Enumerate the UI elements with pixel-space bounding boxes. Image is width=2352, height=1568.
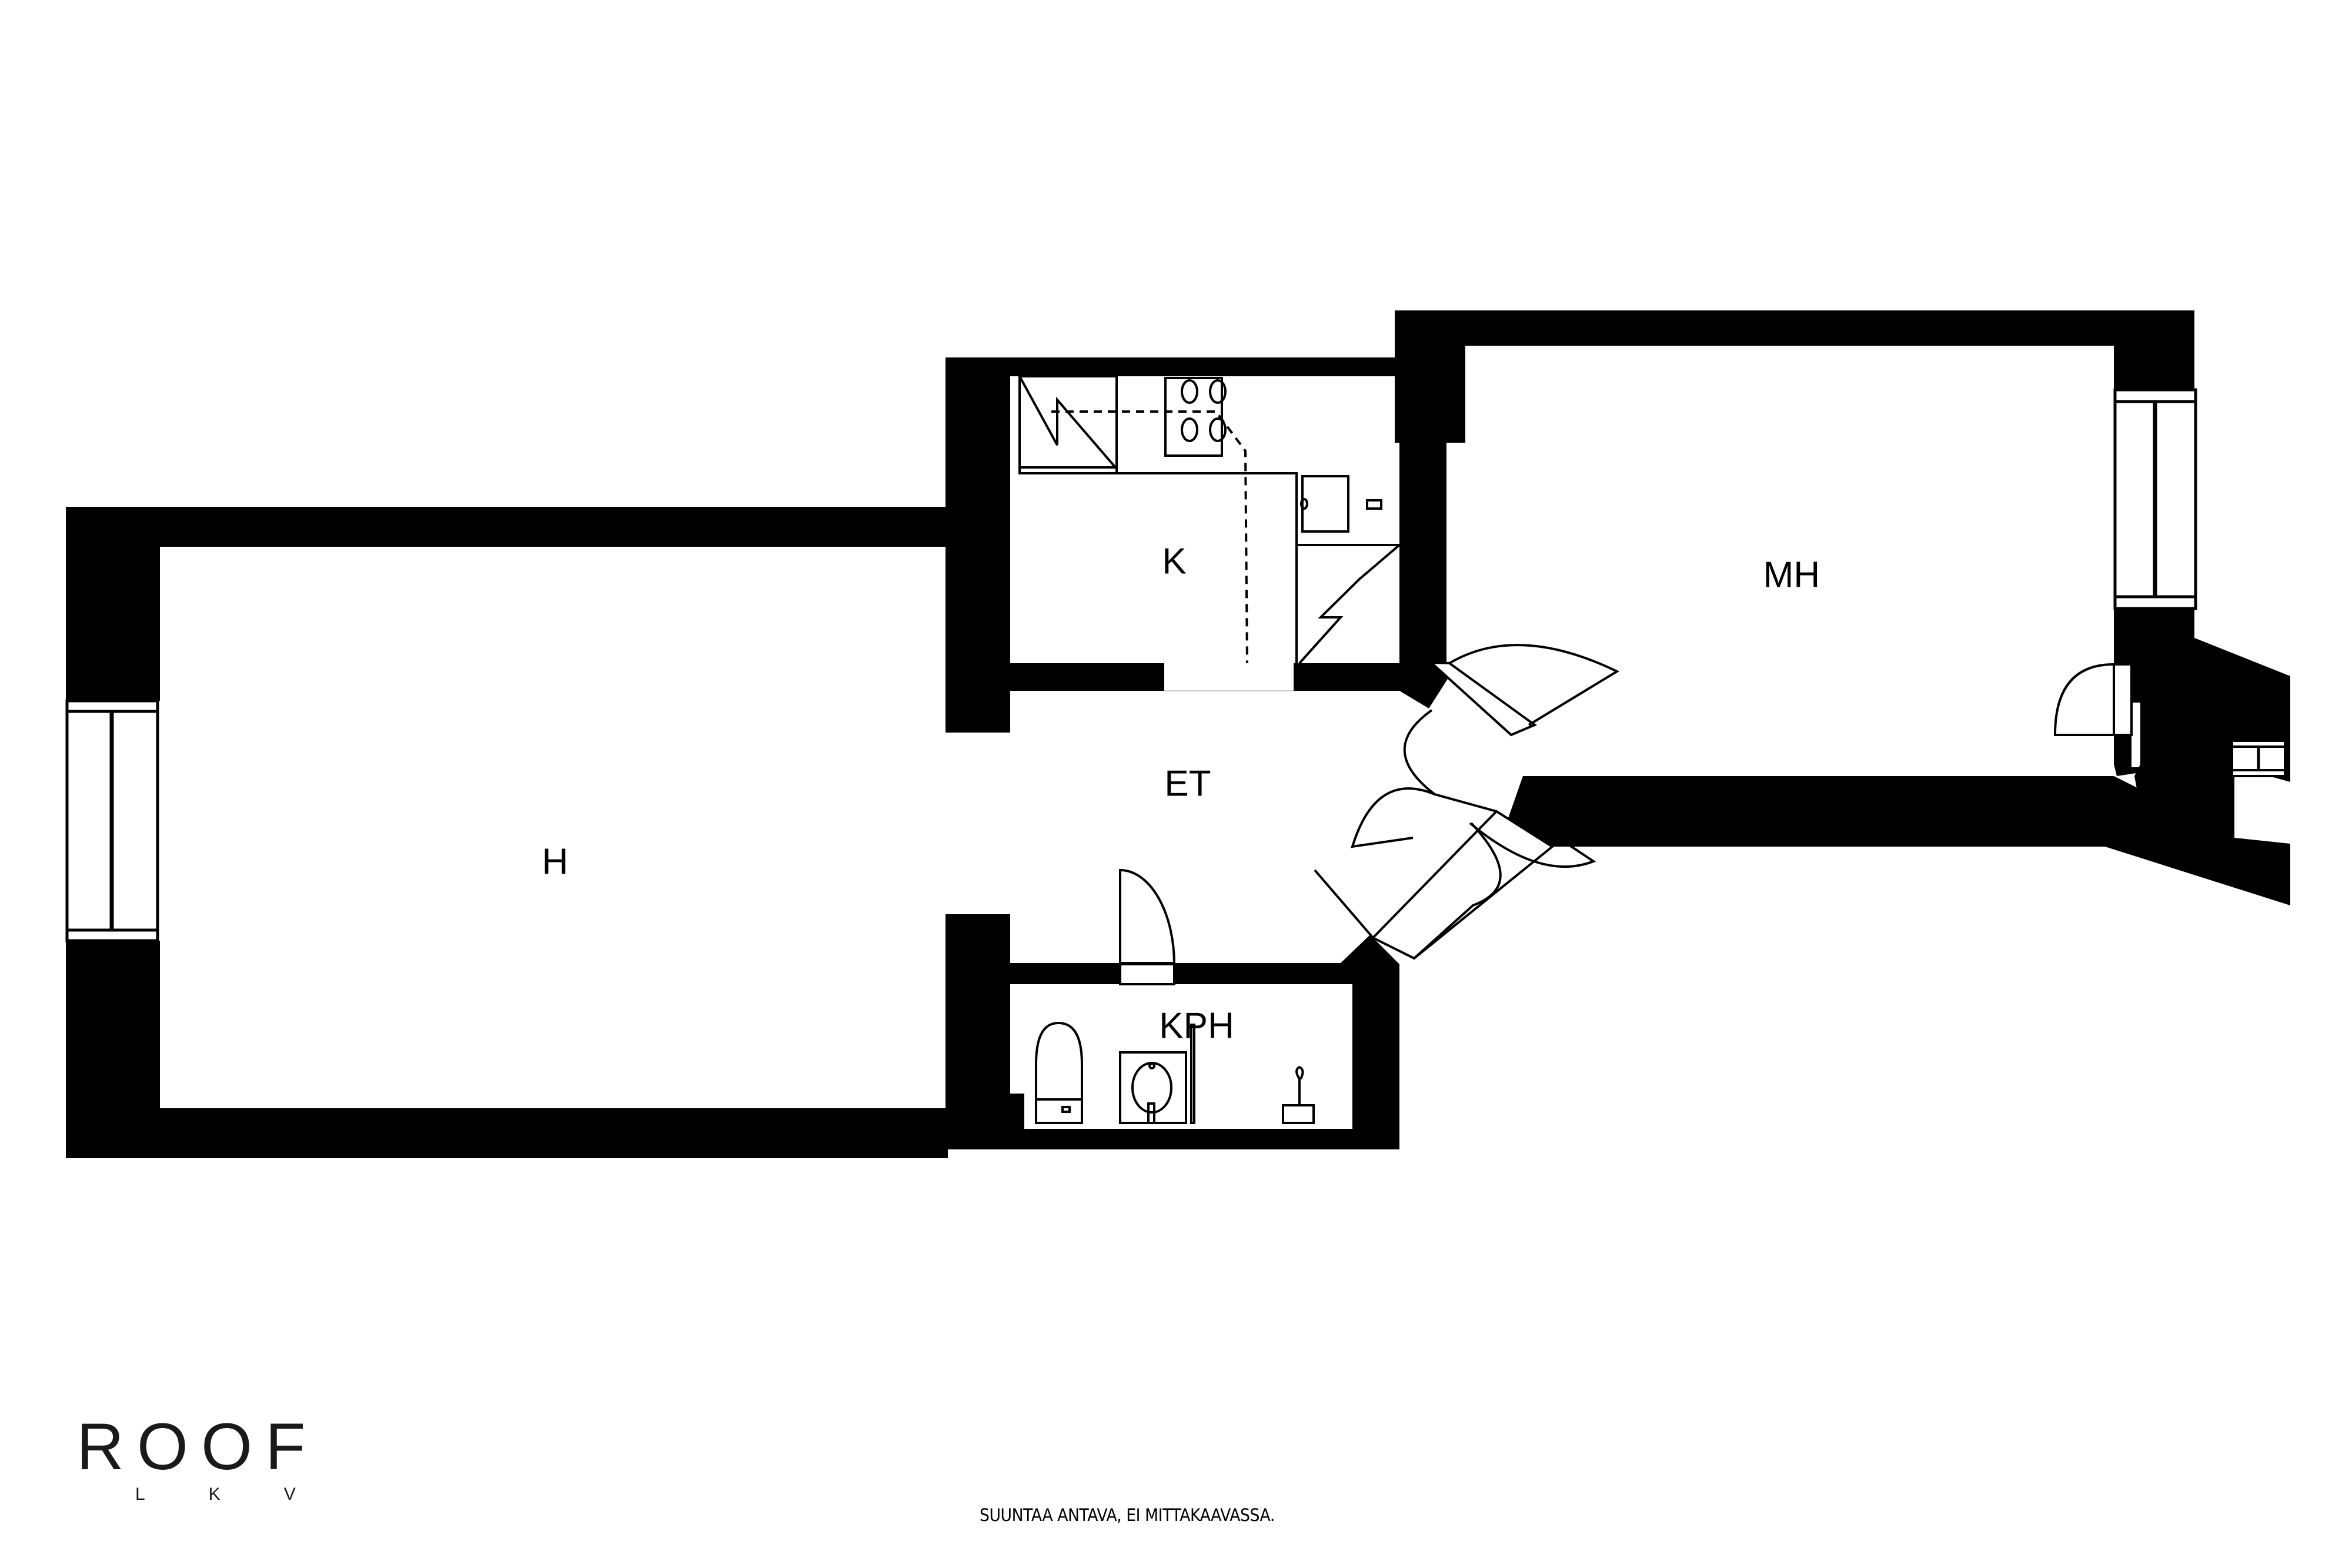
room-label-living-room: H xyxy=(542,841,569,882)
window-bay xyxy=(2231,740,2286,777)
fridge xyxy=(1018,375,1118,474)
walls xyxy=(66,310,2290,1158)
room-label-bathroom: KPH xyxy=(1159,1005,1234,1047)
room-label-kitchen: K xyxy=(1162,541,1187,582)
window-bedroom xyxy=(2113,388,2197,610)
bathroom-door[interactable] xyxy=(1119,868,1175,985)
room-label-bedroom: MH xyxy=(1763,554,1820,596)
room-label-hallway: ET xyxy=(1164,763,1211,804)
bathroom-fixtures xyxy=(1035,1021,1315,1124)
window-living-room xyxy=(65,699,159,942)
logo-main-text: ROOF xyxy=(76,1410,319,1483)
stove xyxy=(1164,377,1223,457)
entrance-doors[interactable] xyxy=(1314,644,1620,960)
kitchen-sink xyxy=(1301,475,1349,533)
roof-lkv-logo: ROOF LKV xyxy=(76,1414,382,1505)
logo-sub-text: LKV xyxy=(135,1485,359,1504)
scale-disclaimer: SUUNTAA ANTAVA, EI MITTAKAAVASSA. xyxy=(980,1505,1275,1525)
closet-door[interactable] xyxy=(2053,663,2133,736)
toilet xyxy=(1035,1021,1083,1124)
kitchen-fixtures xyxy=(1018,375,1401,664)
